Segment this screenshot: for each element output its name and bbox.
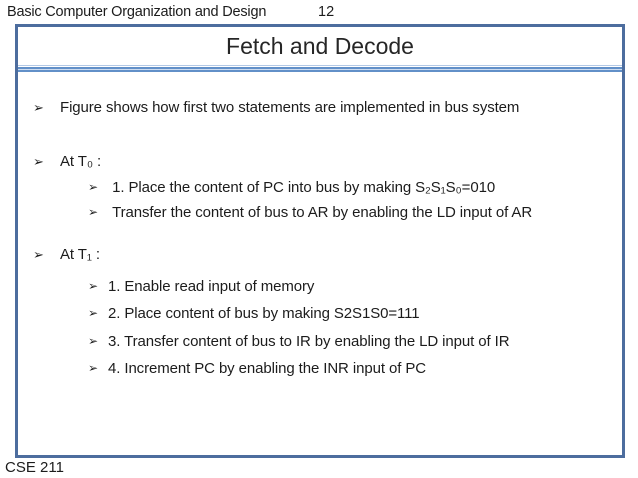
course-code-footer: CSE 211 [5, 459, 64, 476]
rule-band-light [18, 65, 622, 66]
rule-band-pale [18, 69, 622, 70]
course-title-header: Basic Computer Organization and Design [7, 4, 267, 20]
slide-title: Fetch and Decode [226, 33, 414, 59]
slide-bullet-list: ➢ Figure shows how first two statements a… [18, 72, 622, 379]
arrow-bullet-icon: ➢ [88, 205, 98, 219]
arrow-bullet-icon: ➢ [88, 180, 98, 194]
bullet-item: ➢ 3. Transfer content of bus to IR by ena… [18, 331, 618, 352]
arrow-bullet-icon: ➢ [88, 334, 98, 348]
bullet-text: 2. Place content of bus by making S2S1S0… [108, 305, 420, 322]
rule-band-white [18, 66, 622, 67]
arrow-bullet-icon: ➢ [88, 279, 98, 293]
bullet-text: 1. Place the content of PC into bus by m… [108, 179, 496, 196]
arrow-bullet-icon: ➢ [33, 247, 44, 262]
title-underline-rule [18, 65, 622, 72]
bullet-item: ➢ 2. Place content of bus by making S2S1S… [18, 303, 618, 324]
bullet-item: ➢ 1. Enable read input of memory [18, 276, 618, 297]
bullet-item: ➢ Figure shows how first two statements a… [18, 97, 618, 118]
bullet-item: ➢ At T₀ : [18, 151, 618, 172]
rule-band-blue [18, 67, 622, 69]
bullet-item: ➢ At T₁ : [18, 244, 618, 265]
arrow-bullet-icon: ➢ [88, 361, 98, 375]
bullet-text: At T₀ : [60, 153, 102, 170]
bullet-text: 3. Transfer content of bus to IR by enab… [108, 333, 510, 350]
bullet-text: 4. Increment PC by enabling the INR inpu… [108, 360, 426, 377]
bullet-item: ➢ 4. Increment PC by enabling the INR inp… [18, 358, 618, 379]
page-number: 12 [318, 4, 335, 20]
arrow-bullet-icon: ➢ [33, 100, 44, 115]
bullet-text: Figure shows how first two statements ar… [60, 99, 520, 116]
arrow-bullet-icon: ➢ [88, 306, 98, 320]
bullet-text: 1. Enable read input of memory [108, 278, 315, 295]
rule-band-blue [18, 70, 622, 72]
bullet-text: At T₁ : [60, 246, 100, 263]
bullet-text: Transfer the content of bus to AR by ena… [108, 204, 533, 221]
bullet-item: ➢ 1. Place the content of PC into bus by… [18, 177, 618, 198]
arrow-bullet-icon: ➢ [33, 154, 44, 169]
bullet-item: ➢ Transfer the content of bus to AR by e… [18, 202, 618, 223]
slide-frame: Fetch and Decode ➢ Figure shows how first… [15, 24, 625, 458]
